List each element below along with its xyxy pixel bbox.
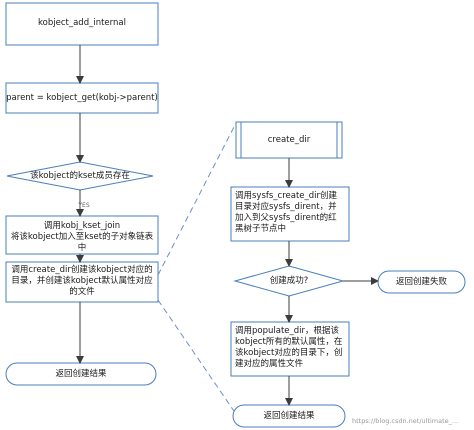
create-dir-start-label: create_dir	[267, 135, 311, 145]
decision-yes-label: YES	[78, 202, 90, 209]
sysfs-create-dir-label: 调用sysfs_create_dir创建目录对应sysfs_dirent，并加入…	[235, 191, 338, 234]
create-dir-call-label: 调用create_dir创建该kobject对应的目录，并创建该kobject默…	[11, 265, 153, 297]
sysfs-create-dir-box	[230, 186, 350, 242]
left-end-label: 返回创建结果	[55, 369, 107, 379]
populate-dir-box	[230, 321, 350, 377]
start-process-label: kobject_add_internal	[38, 18, 126, 28]
kset-join-box	[5, 215, 159, 255]
get-parent-label: parent = kobject_get(kobj->parent)	[6, 93, 158, 103]
populate-dir-label: 调用populate_dir，根据该kobject所有的默认属性，在该kobje…	[235, 326, 343, 369]
success-decision-label: 创建成功?	[269, 276, 309, 286]
start-process-box	[5, 2, 159, 46]
kset-join-label: 调用kobj_kset_join 将该kobject加入至kset的子对象链表中	[10, 221, 154, 253]
get-parent-box	[5, 82, 159, 114]
fail-result-label: 返回创建失败	[395, 277, 447, 287]
kset-decision-label: 该kobject的kset成员存在	[30, 171, 130, 181]
create-dir-call-box	[5, 261, 159, 303]
right-end-label: 返回创建结果	[263, 411, 315, 421]
expansion-dash-top	[157, 122, 237, 276]
expansion-dash-bottom	[157, 299, 237, 415]
watermark-text: https://blog.csdn.net/ultimate_...	[352, 417, 459, 425]
